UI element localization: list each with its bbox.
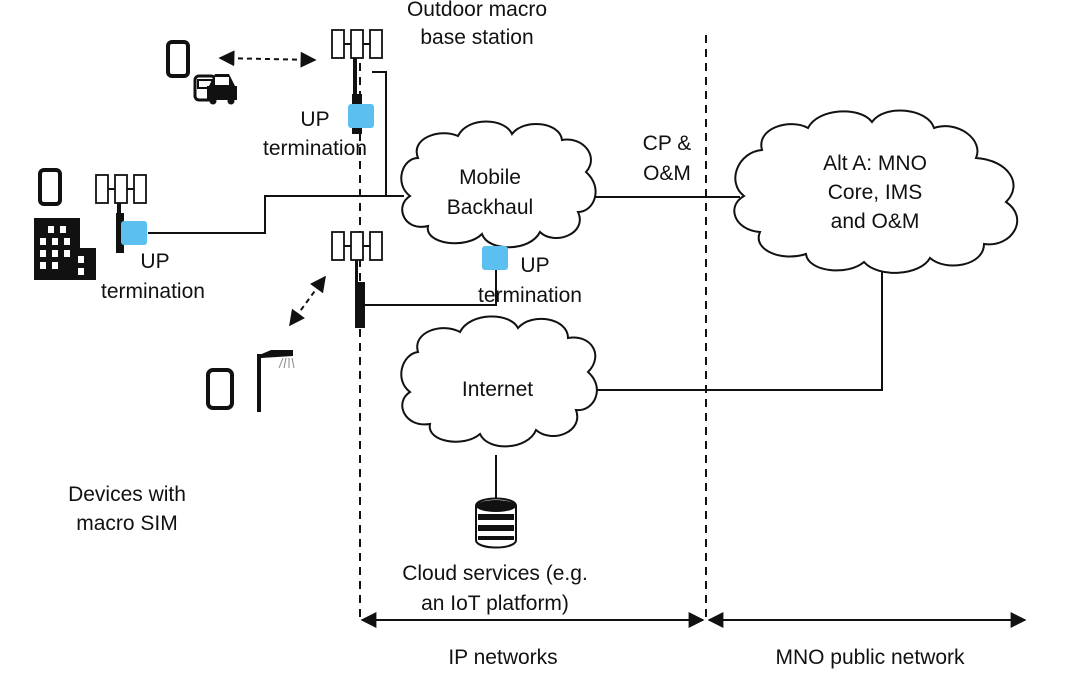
outdoor-macro-label-line2: base station [420,26,534,49]
mno-core-label-line2: Core, IMS [827,181,923,204]
devices-label-line1: Devices with [68,483,186,506]
up-termination-bottom-label-line1: UP [520,254,550,277]
radio-link-arrow-bottom [289,275,326,327]
phone-icon [206,368,234,410]
radio-link-arrow-top [218,50,317,68]
internet-label: Internet [461,378,534,401]
building-icon [34,218,96,280]
cp-om-label-line2: O&M [643,162,691,185]
up-termination-left-label-line1: UP [140,250,170,273]
mno-core-label-line1: Alt A: MNO [823,152,927,175]
mno-core-label-line3: and O&M [830,210,920,233]
up-termination-left-marker [121,221,147,245]
up-termination-top-label-line2: termination [263,137,367,160]
mobile-backhaul-cloud-icon [400,120,597,249]
outdoor-macro-label-line1: Outdoor macro [406,0,548,21]
cloud-services-label-line2: an IoT platform) [421,592,569,615]
internet-cloud-icon [400,315,598,448]
up-termination-top-marker [348,104,374,128]
small-cell-left-antenna-icon [95,174,147,253]
up-termination-top-label-line1: UP [300,108,330,131]
connection-lines [148,71,883,500]
phone-icon [38,168,62,206]
devices-label-line2: macro SIM [76,512,178,535]
mno-public-network-label: MNO public network [775,646,965,669]
cloud-services-label-line1: Cloud services (e.g. [402,562,588,585]
ip-networks-label: IP networks [448,646,558,669]
macro-base-station-bottom-antenna-icon [331,231,383,328]
up-termination-bottom-marker [482,246,508,270]
mobile-backhaul-label-line2: Backhaul [446,196,534,219]
phone-icon [166,40,190,78]
mobile-backhaul-label-line1: Mobile [459,166,521,189]
mno-core-cloud-icon [733,109,1019,274]
cp-om-label-line1: CP & [642,132,692,155]
street-light-icon [257,350,295,412]
up-termination-bottom-label-line2: termination [478,284,582,307]
up-termination-left-label-line2: termination [101,280,205,303]
car-icon [193,74,237,105]
database-icon [475,497,517,549]
